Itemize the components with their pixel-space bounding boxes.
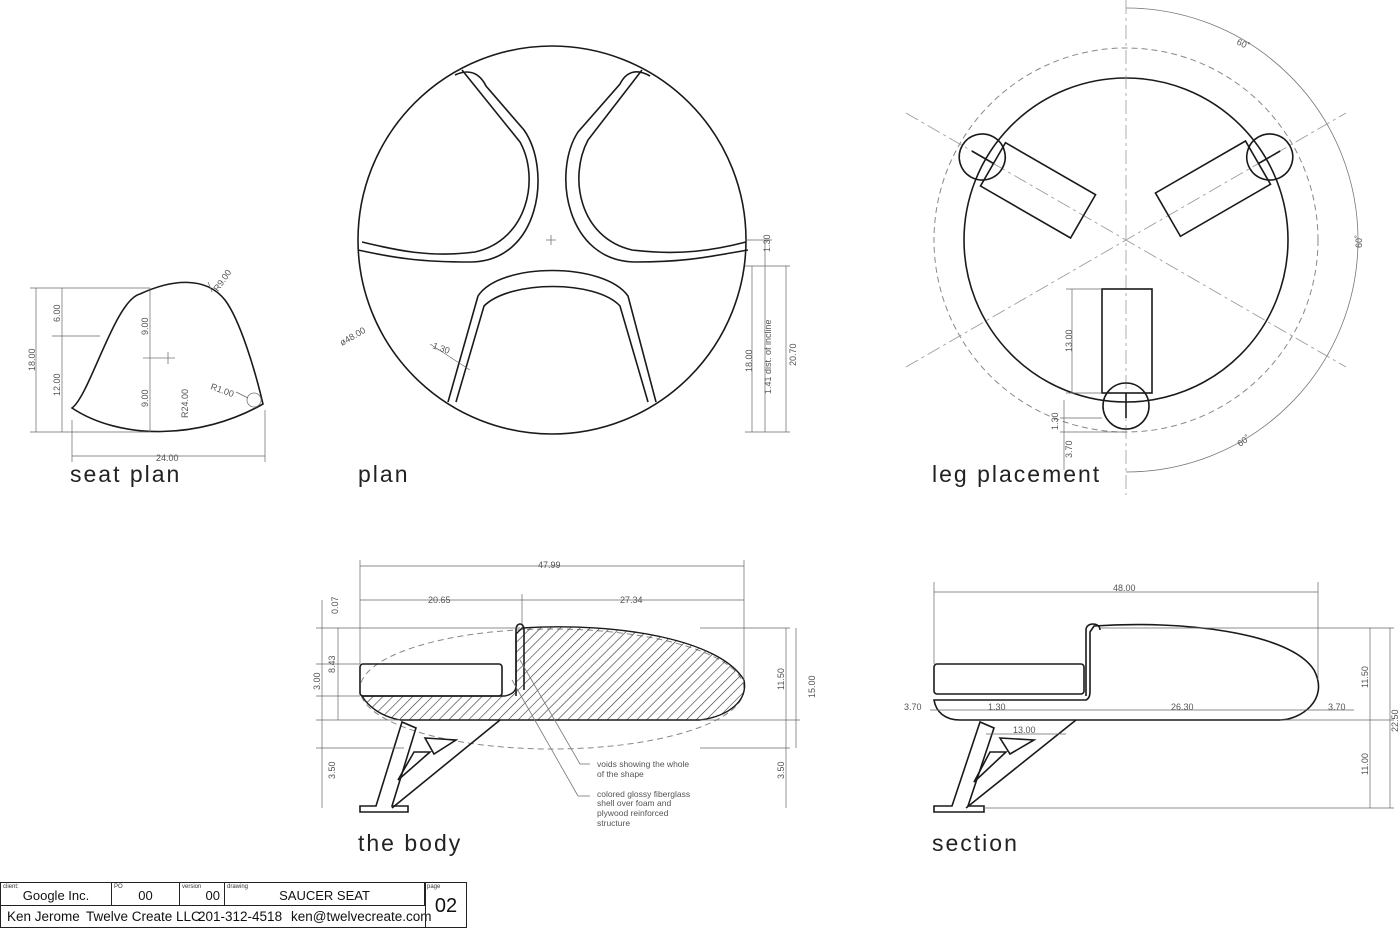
body-view: 47.99 20.65 27.34 0.07 8.43 3.00 11.50 1…: [312, 560, 817, 856]
section-dim-11-50: 11.50: [1360, 666, 1370, 688]
section-dim-11-00: 11.00: [1360, 753, 1370, 775]
leg-placement-view: 60˚ 60˚ 60˚ 13.00 1.30 3.70 leg placemen…: [905, 0, 1364, 495]
body-dim-3-50-right: 3.50: [776, 761, 786, 779]
note-shell-4: structure: [597, 818, 630, 828]
email-address: ken@twelvecreate.com: [291, 909, 432, 924]
leg-dim-13: 13.00: [1064, 329, 1074, 352]
note-voids-2: of the shape: [597, 769, 644, 779]
leg-angle-3: 60˚: [1235, 433, 1251, 449]
body-dim-3-50-left: 3.50: [327, 761, 337, 779]
leg-dim-1-30: 1.30: [1050, 412, 1060, 430]
caption-seat-plan: seat plan: [70, 461, 181, 487]
seat-dim-9b: 9.00: [140, 389, 150, 407]
plan-dim-incline: 1.41 dist. of incline: [763, 319, 773, 394]
section-view: 48.00 3.70 1.30 26.30 3.70 13.00 11.50 2…: [904, 582, 1400, 856]
page-divider: [425, 883, 426, 928]
drawing-value: SAUCER SEAT: [279, 888, 370, 903]
body-dim-15-00: 15.00: [807, 675, 817, 698]
note-shell-2: shell over foam and: [597, 798, 671, 808]
caption-plan: plan: [358, 461, 409, 487]
seat-dim-r1: R1.00: [209, 381, 235, 399]
plan-dim-gap: 1.30: [431, 340, 451, 355]
client-value: Google Inc.: [22, 888, 90, 903]
body-dim-11-50: 11.50: [776, 668, 786, 690]
section-dim-22-50: 22.50: [1390, 709, 1400, 732]
body-dim-total: 47.99: [538, 560, 561, 570]
designer-name: Ken Jerome: [7, 909, 80, 924]
body-dim-8-43: 8.43: [327, 655, 337, 673]
caption-the-body: the body: [358, 830, 462, 856]
body-dim-left: 20.65: [428, 595, 451, 605]
seat-dim-6: 6.00: [52, 304, 62, 322]
page-label: page: [427, 884, 441, 890]
plan-dim-20-70: 20.70: [788, 343, 798, 366]
seat-dim-24: 24.00: [156, 453, 179, 463]
plan-dim-top: 1.30: [762, 234, 772, 252]
section-dim-3-70-left: 3.70: [904, 702, 922, 712]
leg-angle-2: 60˚: [1354, 235, 1364, 248]
section-dim-13: 13.00: [1013, 725, 1036, 735]
po-label: PO: [114, 884, 123, 890]
section-dim-total: 48.00: [1113, 583, 1136, 593]
note-shell-1: colored glossy fiberglass: [597, 789, 690, 799]
plan-dim-dia: ø48.00: [338, 325, 367, 348]
plan-view: ø48.00 1.30 1.30 1.41 dist. of incline 1…: [338, 45, 798, 487]
seat-dim-9a: 9.00: [140, 317, 150, 335]
section-dim-1-30: 1.30: [988, 702, 1006, 712]
page-number: 02: [434, 895, 458, 917]
note-shell-3: plywood reinforced: [597, 808, 669, 818]
note-voids-1: voids showing the whole: [597, 759, 689, 769]
seat-dim-12: 12.00: [52, 373, 62, 396]
caption-leg-placement: leg placement: [932, 461, 1101, 487]
caption-section: section: [932, 830, 1019, 856]
seat-dim-18: 18.00: [27, 348, 37, 371]
body-dim-0-07: 0.07: [330, 596, 340, 614]
drawing-label: drawing: [227, 884, 249, 890]
seat-dim-r24: R24.00: [180, 389, 190, 418]
company-name: Twelve Create LLC: [86, 909, 201, 924]
page-cell: page 02: [425, 883, 467, 928]
leg-dim-3-70: 3.70: [1064, 440, 1074, 458]
version-label: version: [182, 884, 202, 890]
body-dim-right: 27.34: [620, 595, 643, 605]
plan-dim-18: 18.00: [744, 349, 754, 372]
po-cell: PO 00: [112, 883, 180, 906]
version-cell: version 00: [180, 883, 225, 906]
client-label: client:: [3, 884, 19, 890]
seat-dim-r9: R9.00: [211, 268, 233, 293]
body-dim-3-00: 3.00: [312, 672, 322, 690]
phone-number: 201-312-4518: [198, 909, 283, 924]
section-dim-26-30: 26.30: [1171, 702, 1194, 712]
po-value: 00: [138, 888, 153, 903]
title-block: client: Google Inc. PO 00 version 00 dra…: [0, 882, 467, 928]
drawing-cell: drawing SAUCER SEAT: [225, 883, 425, 906]
client-cell: client: Google Inc.: [1, 883, 112, 906]
section-dim-3-70-right: 3.70: [1328, 702, 1346, 712]
leg-angle-1: 60˚: [1235, 37, 1251, 52]
version-value: 00: [205, 888, 220, 903]
seat-plan-view: 6.00 9.00 18.00 12.00 9.00 R9.00 R24.00 …: [27, 268, 266, 487]
